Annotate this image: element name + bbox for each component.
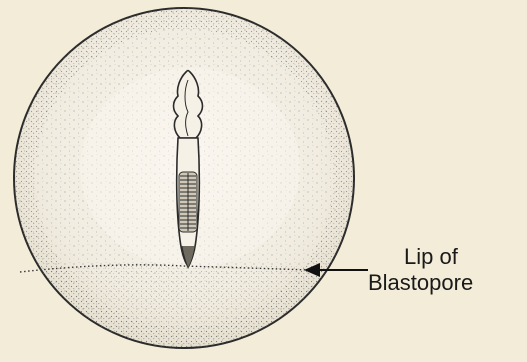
- label-blastopore: Blastopore: [368, 270, 473, 296]
- label-lip-of: Lip of: [404, 244, 458, 270]
